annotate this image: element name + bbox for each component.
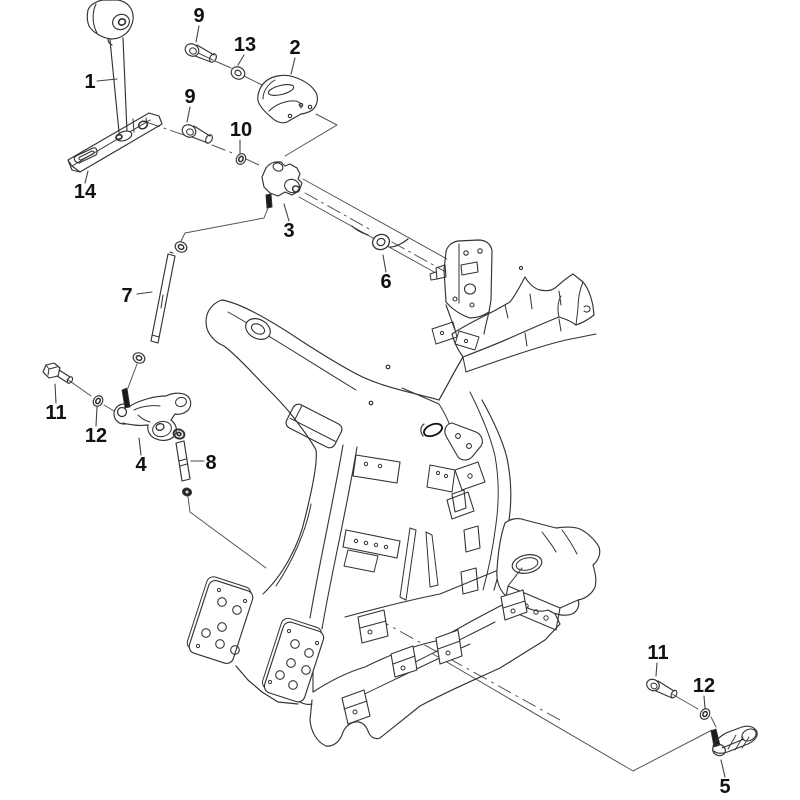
svg-text:7: 7	[121, 285, 132, 307]
svg-text:9: 9	[184, 86, 195, 108]
svg-text:9: 9	[193, 5, 204, 27]
svg-text:2: 2	[289, 37, 300, 59]
svg-text:6: 6	[380, 271, 391, 293]
svg-text:1: 1	[84, 71, 95, 93]
svg-text:14: 14	[74, 181, 97, 203]
svg-text:8: 8	[205, 452, 216, 474]
svg-text:3: 3	[283, 220, 294, 242]
svg-text:11: 11	[45, 402, 66, 424]
svg-text:10: 10	[230, 119, 252, 141]
svg-text:12: 12	[693, 675, 715, 697]
svg-text:5: 5	[719, 776, 730, 798]
svg-text:13: 13	[234, 34, 256, 56]
svg-text:12: 12	[85, 425, 107, 447]
svg-text:11: 11	[647, 642, 668, 664]
svg-text:4: 4	[135, 454, 147, 476]
